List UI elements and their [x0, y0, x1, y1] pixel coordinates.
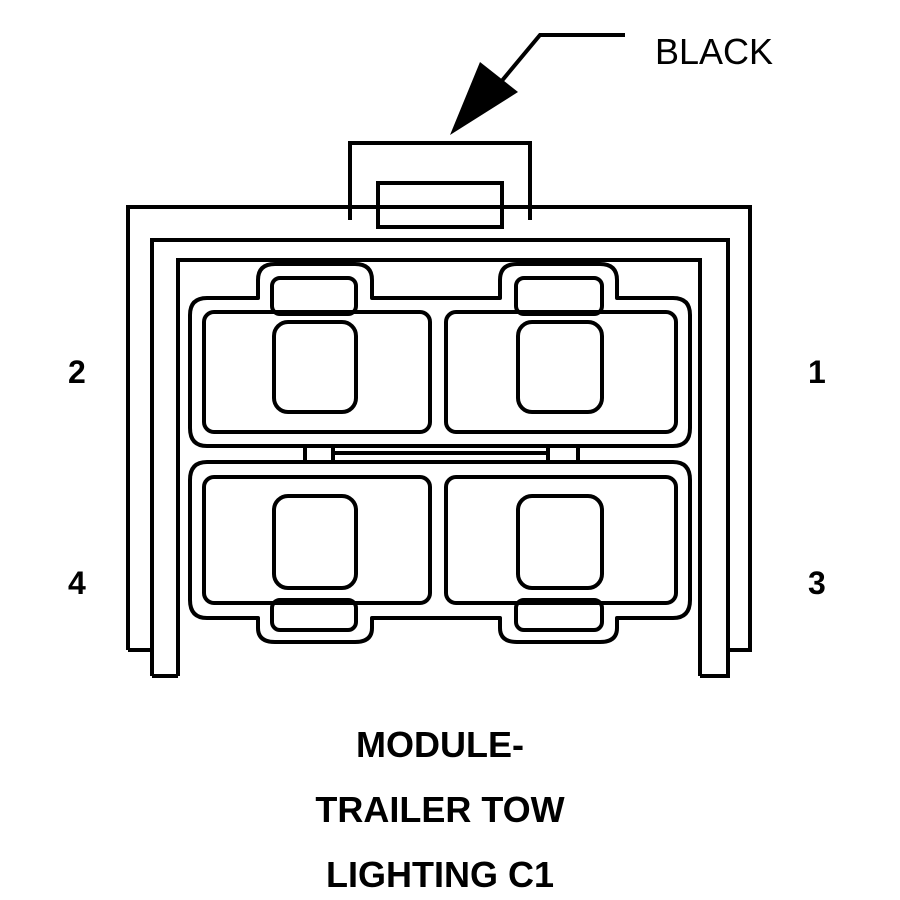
terminal-row-bottom [188, 460, 692, 644]
housing-inner [150, 238, 730, 678]
terminal-pin-2 [272, 320, 358, 414]
connector-body [126, 141, 752, 678]
terminal-cap-3 [514, 598, 604, 632]
terminal-pin-4 [272, 494, 358, 590]
pin-label-1: 1 [808, 354, 826, 390]
terminal-row-top [202, 276, 678, 434]
terminal-outline-top-clean [188, 262, 692, 448]
pin-label-3: 3 [808, 565, 826, 601]
color-callout: BLACK [450, 31, 773, 135]
connector-title: MODULE- TRAILER TOW LIGHTING C1 [315, 724, 564, 895]
terminal-pin-1 [516, 320, 604, 414]
title-line-2: TRAILER TOW [315, 789, 564, 830]
terminal-cap-2 [270, 276, 358, 316]
title-line-1: MODULE- [356, 724, 524, 765]
pin-label-4: 4 [68, 565, 86, 601]
terminal-outline-bottom [188, 460, 692, 644]
locking-tab [348, 141, 532, 220]
housing-cavity [176, 258, 702, 676]
divider-web [303, 446, 580, 462]
color-label: BLACK [655, 31, 773, 72]
terminal-cap-4 [270, 598, 358, 632]
terminal-frame-4 [202, 475, 432, 605]
housing-outer [126, 205, 752, 652]
terminal-cap-1 [514, 276, 604, 316]
pin-label-2: 2 [68, 354, 86, 390]
terminal-frame-3 [444, 475, 678, 605]
leader-line [488, 33, 625, 97]
leader-arrowhead [450, 62, 518, 135]
terminal-pin-3 [516, 494, 604, 590]
title-line-3: LIGHTING C1 [326, 854, 554, 895]
